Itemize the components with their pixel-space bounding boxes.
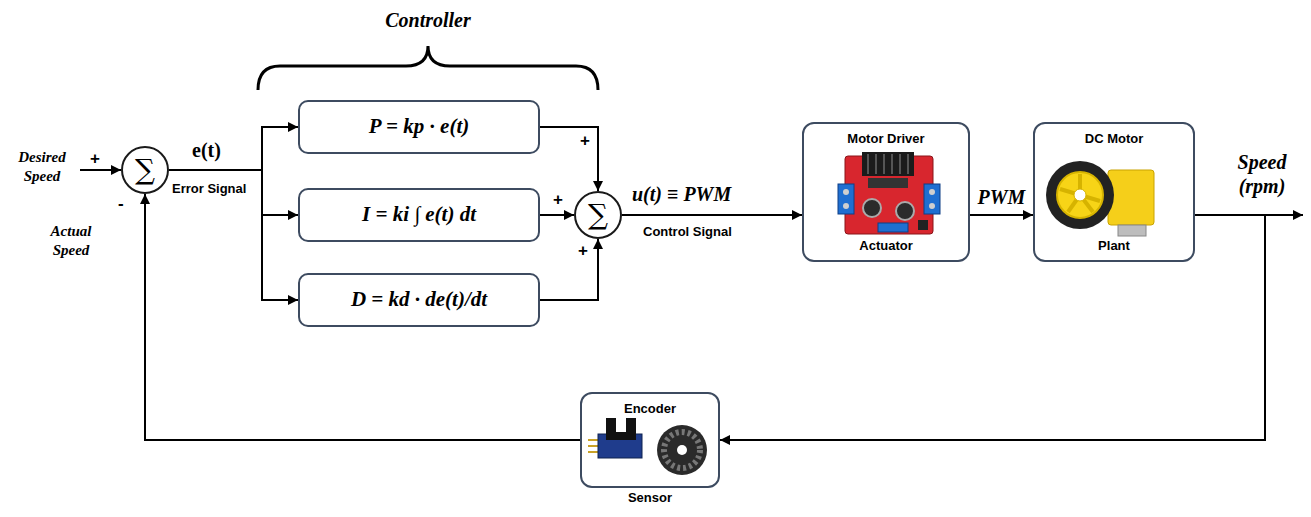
signal-connector	[145, 194, 580, 440]
signal-connector	[169, 170, 298, 215]
motor-driver-board-part	[929, 203, 935, 209]
motor-driver-board-part	[843, 203, 849, 209]
node-title: Motor Driver	[804, 131, 968, 147]
node-subtitle: Plant	[1035, 238, 1193, 254]
node-title: DC Motor	[1035, 131, 1193, 147]
signal-connector	[622, 214, 802, 216]
controller-term-box: D = kd · de(t)/dt	[298, 273, 540, 327]
sign-mark: +	[578, 242, 588, 259]
dc-motor-picture	[1046, 161, 1154, 236]
node-subtitle: Sensor	[582, 490, 718, 506]
motor-driver-board-part	[867, 154, 869, 174]
signal-connector	[970, 214, 1033, 216]
motor-driver-board-part	[875, 154, 877, 174]
signal-name: Actual Speed	[32, 222, 110, 260]
signal-name: Speed (rpm)	[1222, 150, 1302, 198]
node-title: ∑	[588, 201, 608, 229]
controller-term-box: I = ki ∫ e(t) dt	[298, 188, 540, 242]
signal-name: u(t) ≡ PWM	[632, 182, 731, 206]
dc-motor-picture-part	[1057, 172, 1103, 218]
input-arrow-part	[80, 169, 121, 171]
motor-driver-board-part	[862, 152, 914, 176]
dc-motor-picture-part	[1046, 161, 1114, 229]
controller-brace-part	[258, 46, 598, 90]
encoder-picture	[588, 418, 707, 475]
motor-driver-board-part	[843, 189, 849, 195]
group-title: Controller	[385, 8, 471, 32]
node-title: ∑	[135, 156, 155, 184]
motor-driver-board-part	[924, 184, 940, 214]
encoder-picture-part	[664, 432, 700, 468]
signal-name: e(t)	[192, 138, 221, 162]
node-title: D = kd · de(t)/dt	[351, 288, 487, 311]
signal-connector	[540, 127, 598, 191]
dc-motor-picture-part	[1118, 225, 1146, 236]
signal-name: Desired Speed	[6, 148, 78, 186]
node-title: I = ki ∫ e(t) dt	[362, 203, 476, 226]
signal-caption: Error Signal	[172, 181, 246, 197]
signal-connector	[540, 214, 574, 216]
component-box: EncoderSensor	[580, 392, 720, 488]
motor-driver-board-part	[896, 202, 914, 220]
motor-driver-board-part	[891, 154, 893, 174]
dc-motor-picture-part	[1074, 189, 1086, 201]
summing-junction: ∑	[574, 191, 622, 239]
node-title: P = kp · e(t)	[369, 115, 469, 138]
motor-driver-board-part	[929, 189, 935, 195]
controller-brace	[258, 46, 598, 90]
encoder-picture-part	[677, 445, 687, 455]
sign-mark: +	[580, 132, 590, 149]
node-subtitle: Actuator	[804, 238, 968, 254]
connector-label: PWM	[976, 185, 1028, 209]
component-box: Motor DriverActuator	[802, 122, 970, 262]
signal-caption: Control Signal	[643, 224, 732, 240]
controller-term-box: P = kp · e(t)	[298, 100, 540, 154]
sign-mark: +	[90, 150, 100, 167]
node-title: Encoder	[582, 401, 718, 417]
sign-mark: +	[553, 191, 563, 208]
motor-driver-board-part	[899, 154, 901, 174]
signal-connector	[169, 127, 298, 170]
sign-mark: -	[118, 195, 124, 212]
motor-driver-board-part	[918, 220, 928, 230]
summing-junction: ∑	[121, 146, 169, 194]
encoder-picture-part	[606, 432, 636, 440]
encoder-picture-part	[657, 425, 707, 475]
dc-motor-picture-part	[1108, 170, 1154, 225]
input-arrow	[80, 170, 121, 171]
motor-driver-board-part	[907, 154, 909, 174]
motor-driver-board-part	[838, 184, 854, 214]
signal-connector	[169, 170, 298, 300]
motor-driver-board-part	[868, 178, 908, 188]
motor-driver-board	[838, 152, 940, 234]
motor-driver-board-part	[883, 154, 885, 174]
motor-driver-board-part	[863, 199, 881, 217]
motor-driver-board-part	[878, 223, 908, 232]
signal-connector	[540, 239, 598, 300]
component-box: DC MotorPlant	[1033, 122, 1195, 262]
